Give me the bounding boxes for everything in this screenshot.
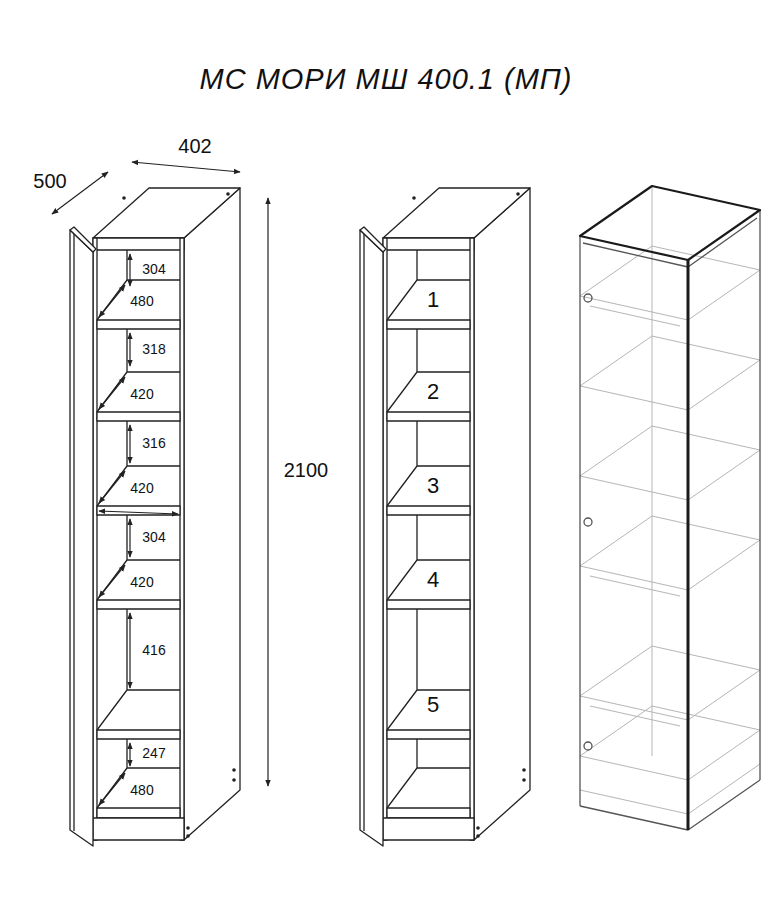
transparent-cabinet-part-part: [580, 780, 760, 830]
cabinet-numbered: [360, 188, 530, 846]
dimension-label: 420: [128, 481, 155, 496]
dimension-label: 420: [128, 387, 155, 402]
dimension-label: 316: [140, 436, 167, 451]
dimension-label: 416: [140, 643, 167, 658]
transparent-cabinet-part-part: [580, 516, 760, 590]
dimension-lines-part: [129, 519, 130, 557]
dimension-lines-part: [267, 198, 268, 786]
dimension-label: 420: [128, 575, 155, 590]
transparent-cabinet-part-part: [580, 646, 760, 720]
dimension-lines-part: [129, 333, 130, 366]
transparent-cabinet-part: [580, 210, 760, 830]
dimension-label: 500: [31, 170, 68, 192]
transparent-cabinet-part-part: [652, 186, 653, 756]
dimension-label: 318: [140, 342, 167, 357]
callout-number: 2: [425, 380, 441, 404]
dimension-label: 304: [140, 530, 167, 545]
transparent-cabinet-part-part: [584, 742, 592, 750]
dimension-label: 480: [128, 783, 155, 798]
transparent-cabinet-part-part: [590, 306, 680, 726]
dimension-lines-part: [99, 377, 125, 409]
title: МС МОРИ МШ 400.1 (МП): [199, 64, 572, 96]
transparent-cabinet-part: [580, 186, 760, 814]
cabinet-dimensioned: [70, 188, 240, 846]
dimension-lines-part: [129, 425, 130, 463]
dimension-label: 402: [176, 135, 213, 157]
transparent-cabinet-part-part: [580, 426, 760, 500]
transparent-cabinet-part: [580, 186, 760, 830]
dimension-label: 480: [128, 294, 155, 309]
callout-number: 4: [425, 568, 441, 592]
dimension-lines-part: [99, 471, 125, 503]
transparent-cabinet: [580, 186, 760, 830]
transparent-cabinet-part-part: [584, 518, 592, 526]
dimension-lines-part: [129, 743, 130, 766]
transparent-cabinet-part-part: [759, 210, 760, 780]
transparent-cabinet-part-part: [579, 236, 580, 806]
callout-number: 5: [425, 693, 441, 717]
dimension-lines-part: [132, 162, 240, 172]
transparent-cabinet-part-part: [580, 336, 760, 410]
dimension-label: 2100: [282, 459, 331, 481]
transparent-cabinet-part-part: [580, 706, 760, 780]
callout-number: 1: [425, 288, 441, 312]
transparent-cabinet-part-part: [584, 294, 592, 302]
callout-number: 3: [425, 474, 441, 498]
transparent-cabinet-part-part: [580, 764, 760, 814]
dimension-label: 247: [140, 746, 167, 761]
transparent-cabinet-part-part: [580, 186, 760, 260]
dimension-lines-part: [99, 285, 125, 317]
dimension-lines-part: [99, 511, 178, 514]
transparent-cabinet-part-part: [687, 260, 690, 830]
dimension-lines-part: [99, 565, 125, 597]
dimension-lines: [52, 162, 268, 805]
dimension-lines-part: [129, 613, 130, 688]
dimension-lines-part: [129, 254, 130, 286]
dimension-lines-part: [99, 773, 125, 805]
dimension-label: 304: [140, 262, 167, 277]
